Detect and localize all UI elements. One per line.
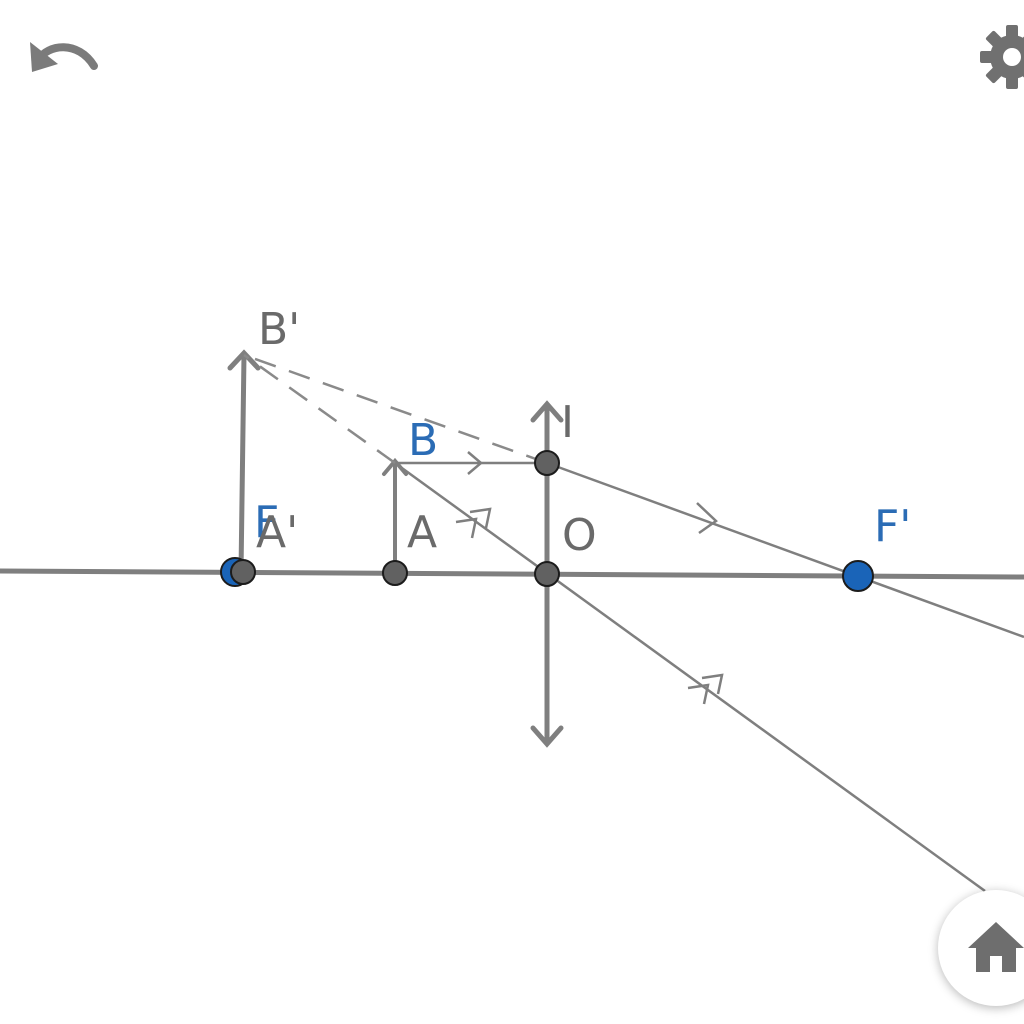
virtual-ray-extensions	[243, 353, 548, 465]
ray-refracted-through-Fprime	[546, 461, 1024, 639]
undo-icon	[30, 42, 98, 72]
point-Fprime[interactable]	[842, 560, 874, 592]
label-F-hidden: F	[254, 497, 279, 548]
label-Fprime: F'	[874, 501, 911, 552]
point-O[interactable]	[534, 561, 560, 587]
home-button[interactable]	[938, 890, 1024, 1006]
label-Bprime: B'	[258, 304, 300, 355]
point-A[interactable]	[382, 560, 408, 586]
gear-icon	[980, 25, 1024, 89]
undo-button[interactable]	[24, 28, 104, 88]
home-icon	[968, 922, 1024, 972]
ray-through-center	[394, 461, 986, 893]
label-I: I	[561, 397, 574, 448]
label-B: B	[408, 415, 438, 466]
image-arrow-AprimeBprime[interactable]	[227, 349, 261, 575]
settings-button[interactable]	[972, 22, 1024, 92]
label-A: A	[407, 507, 437, 558]
point-lens-intersection[interactable]	[534, 450, 560, 476]
point-Aprime[interactable]	[230, 559, 256, 585]
label-O: O	[562, 510, 597, 561]
object-arrow-AB[interactable]	[382, 457, 408, 574]
ray-parallel	[395, 451, 547, 475]
label-Aprime: A'	[256, 507, 298, 558]
